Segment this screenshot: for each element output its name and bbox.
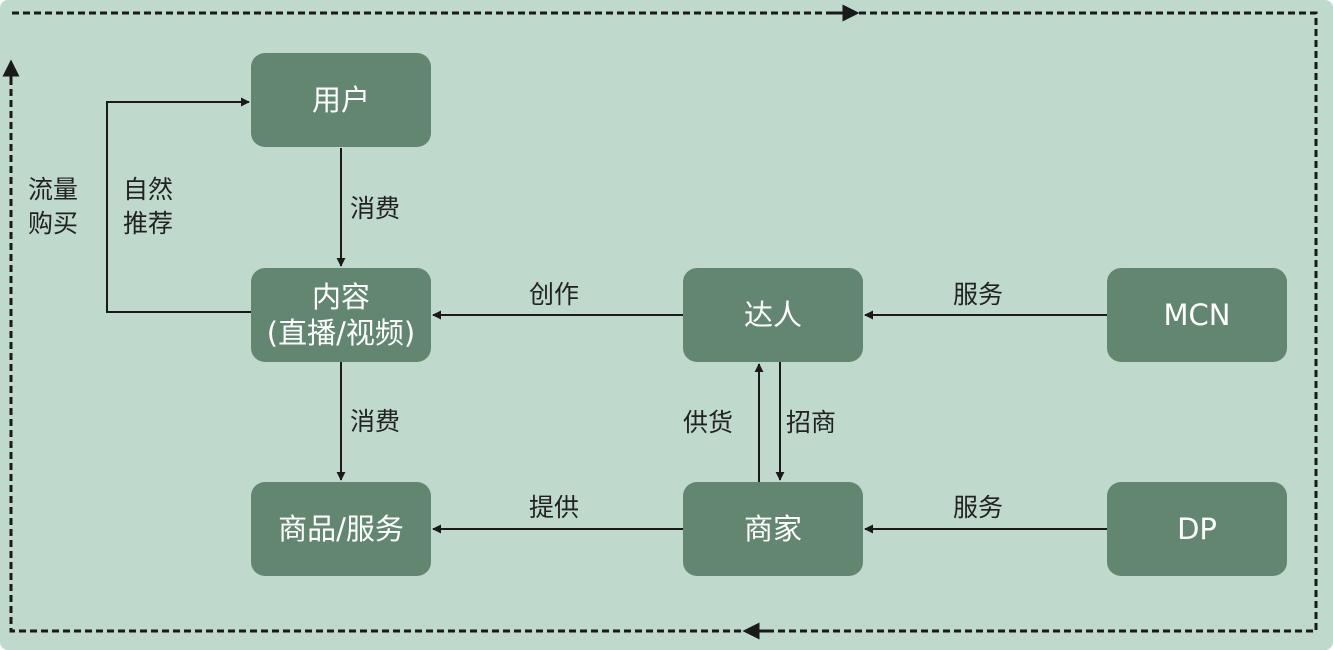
edge-label-paid-traffic-line1: 流量	[28, 175, 79, 204]
edge-label-natural-recommend-line2: 推荐	[123, 209, 174, 238]
node-mcn-label: MCN	[1163, 298, 1231, 332]
node-content-label: 内容	[311, 280, 370, 314]
node-influencer-label: 达人	[743, 298, 802, 332]
node-influencer[interactable]: 达人	[683, 268, 863, 362]
edge-label-provide: 提供	[529, 493, 580, 522]
node-user[interactable]: 用户	[251, 53, 431, 147]
edge-label-paid-traffic-line2: 购买	[28, 209, 79, 238]
edge-label-dp-service: 服务	[953, 493, 1004, 522]
edge-label-user-consume: 消费	[350, 194, 401, 223]
edge-label-natural-recommend-line1: 自然	[123, 175, 174, 204]
edge-label-content-consume: 消费	[350, 407, 401, 436]
node-merchant[interactable]: 商家	[683, 482, 863, 576]
node-dp-label: DP	[1177, 512, 1217, 546]
node-content[interactable]: 内容 (直播/视频)	[251, 268, 431, 362]
node-merchant-label: 商家	[743, 512, 802, 546]
node-user-label: 用户	[311, 83, 370, 117]
natural-recommend-arrow	[106, 97, 251, 313]
edge-label-recruit: 招商	[786, 408, 837, 437]
node-dp[interactable]: DP	[1107, 482, 1287, 576]
node-mcn[interactable]: MCN	[1107, 268, 1287, 362]
edge-label-mcn-service: 服务	[953, 280, 1004, 309]
node-goods-services-label: 商品/服务	[278, 512, 404, 546]
edge-label-natural-recommend: 自然 推荐	[123, 173, 173, 241]
traffic-loop-dashed-line	[9, 11, 1318, 633]
edge-label-supply: 供货	[683, 408, 734, 437]
node-content-sublabel: (直播/视频)	[266, 316, 416, 350]
edge-label-create: 创作	[529, 280, 580, 309]
node-goods-services[interactable]: 商品/服务	[251, 482, 431, 576]
edge-label-paid-traffic: 流量 购买	[28, 173, 78, 241]
